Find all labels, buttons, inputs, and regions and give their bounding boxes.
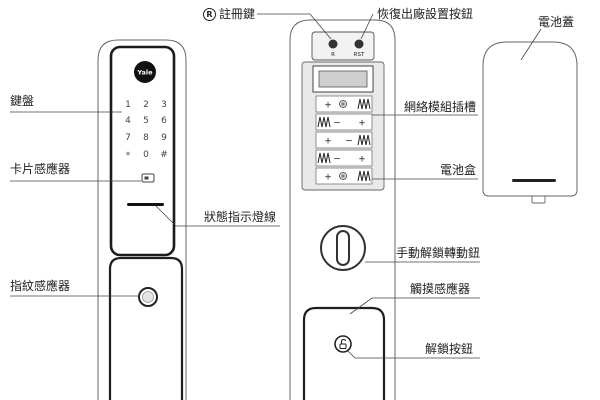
fingerprint-icon xyxy=(138,287,158,307)
battery-row: + − xyxy=(315,131,373,149)
screw-slot xyxy=(341,174,345,178)
circled-r-icon: R xyxy=(203,7,216,21)
leader-line-touch-sensor xyxy=(349,297,480,315)
battery-sign: + xyxy=(324,101,332,111)
keypad-label: 鍵盤 xyxy=(10,94,35,108)
status-indicator-label: 狀態指示燈線 xyxy=(204,210,277,224)
screw-slot xyxy=(341,102,345,106)
card-sensor-icon xyxy=(141,173,155,183)
screw-icon xyxy=(339,172,347,180)
spring-icon xyxy=(357,134,371,146)
yale-logo: Yale xyxy=(136,69,153,77)
battery-sign: + xyxy=(324,137,332,147)
screw-icon xyxy=(339,100,347,108)
network-module-slot xyxy=(312,65,374,93)
unlock-button xyxy=(334,335,352,353)
key-7: 7 xyxy=(125,133,131,143)
battery-sign: + xyxy=(324,173,332,183)
factory-reset-label: 恢復出廠設置按鈕 xyxy=(377,7,474,21)
battery-sign: + xyxy=(358,119,366,129)
battery-row: + xyxy=(315,167,373,185)
battery-row: − + xyxy=(315,149,373,167)
key-6: 6 xyxy=(161,116,167,126)
battery-sign: − xyxy=(333,119,341,129)
yale-logo-badge xyxy=(134,61,156,83)
fingerprint-sensor-pad xyxy=(142,291,154,303)
key-3: 3 xyxy=(161,100,167,110)
battery-cover-slot xyxy=(512,179,556,182)
spring-icon xyxy=(357,170,371,182)
leader-line-registration-key xyxy=(257,13,332,40)
lock-shackle xyxy=(341,338,346,344)
registration-key-label: 註冊鍵 xyxy=(219,7,256,21)
battery-cover-shell xyxy=(482,41,578,197)
battery-row: + xyxy=(315,95,373,113)
back-handle xyxy=(302,306,386,400)
card-sensor-label: 卡片感應器 xyxy=(10,162,71,176)
battery-sign: − xyxy=(345,137,353,147)
front-view: Yale 1 2 3 4 5 6 7 8 9 * 0 # xyxy=(97,39,187,400)
battery-sign: + xyxy=(358,155,366,165)
front-handle xyxy=(108,256,184,400)
unlock-button-label: 解鎖按鈕 xyxy=(425,342,474,356)
key-1: 1 xyxy=(125,100,131,110)
key-hash: # xyxy=(160,150,168,160)
fingerprint-sensor-label: 指紋感應器 xyxy=(10,279,71,293)
manual-knob-label: 手動解鎖轉動鈕 xyxy=(396,246,481,260)
battery-box-label: 電池盒 xyxy=(440,163,477,177)
register-button xyxy=(328,39,338,49)
lock-body xyxy=(339,343,347,349)
registration-key-callout: R 註冊鍵 xyxy=(203,7,255,21)
leader-line-status-indicator xyxy=(155,205,280,227)
status-indicator-bar xyxy=(127,203,164,206)
key-9: 9 xyxy=(161,133,167,143)
spring-icon xyxy=(317,116,331,128)
reset-button-label: RST xyxy=(354,52,365,58)
battery-sign: − xyxy=(333,155,341,165)
leader-lines xyxy=(10,13,542,359)
register-button-label: R xyxy=(331,52,335,58)
leader-line-unlock-button xyxy=(347,350,480,359)
leader-line-battery-cover xyxy=(520,28,542,61)
key-4: 4 xyxy=(125,116,131,126)
network-module-slot-label: 網絡模組插槽 xyxy=(404,100,477,114)
spring-icon xyxy=(317,152,331,164)
manual-knob xyxy=(320,225,366,271)
touch-sensor-label: 觸摸感應器 xyxy=(410,282,471,296)
key-8: 8 xyxy=(143,133,149,143)
knob-grip xyxy=(336,230,350,266)
key-5: 5 xyxy=(143,116,149,126)
spring-icon xyxy=(357,98,371,110)
network-slot-socket xyxy=(318,70,368,88)
button-strip-plate xyxy=(311,31,375,61)
battery-row: − + xyxy=(315,113,373,131)
back-button-strip: R RST xyxy=(311,31,375,61)
battery-cover-tab xyxy=(531,195,546,204)
key-0: 0 xyxy=(143,150,149,160)
leader-line-factory-reset xyxy=(360,13,374,40)
reset-button xyxy=(354,39,364,49)
card-sensor-chip xyxy=(144,176,149,180)
key-2: 2 xyxy=(143,100,149,110)
lock-icon xyxy=(339,338,347,349)
key-star: * xyxy=(126,151,131,161)
back-view: R RST + − xyxy=(289,19,396,400)
battery-cover xyxy=(482,41,578,204)
keypad: 1 2 3 4 5 6 7 8 9 * 0 # xyxy=(125,100,168,161)
battery-cover-label: 電池蓋 xyxy=(538,15,575,29)
